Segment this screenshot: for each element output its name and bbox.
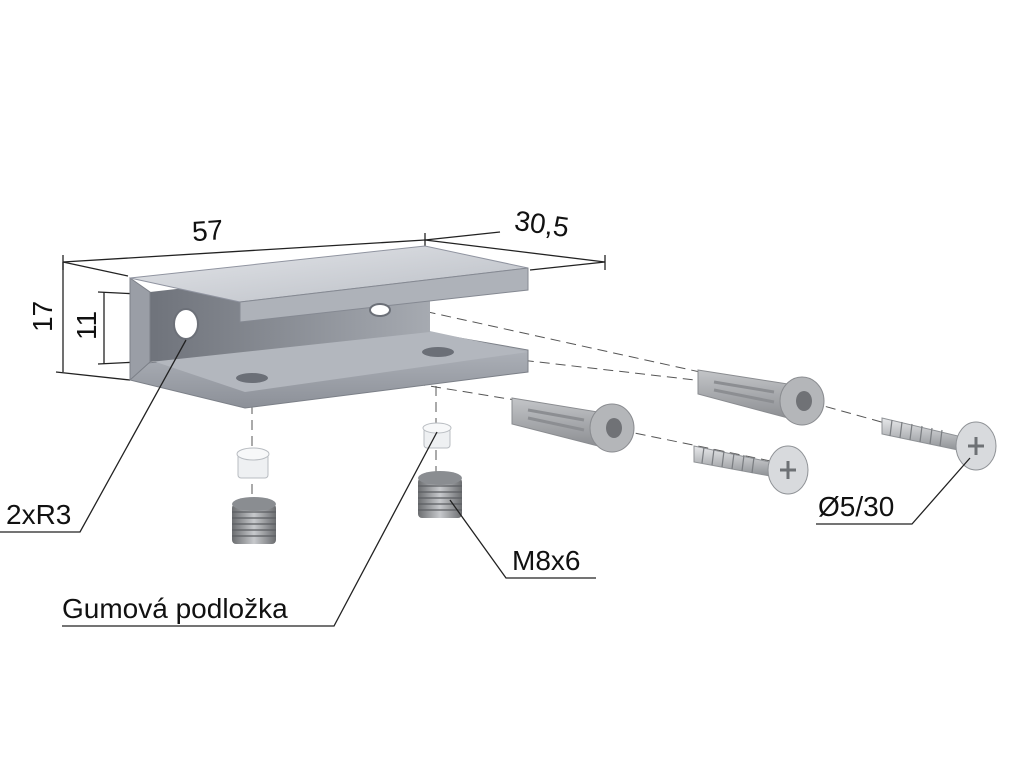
glass-clamp-bracket xyxy=(129,245,529,409)
hole-radius-label: 2xR3 xyxy=(6,499,71,530)
dim-height-outer-label: 17 xyxy=(27,301,58,332)
set-screw-left xyxy=(232,497,276,544)
rubber-washer-label: Gumová podložka xyxy=(62,593,288,624)
set-screw-right xyxy=(418,471,462,518)
wood-screw-back xyxy=(881,417,997,471)
set-screw-label: M8x6 xyxy=(512,545,580,576)
rubber-washer-left xyxy=(236,447,270,479)
dim-depth-label: 30,5 xyxy=(513,205,571,243)
wood-screw-front xyxy=(693,445,809,495)
rubber-washer-right xyxy=(422,422,452,449)
wall-plug-back xyxy=(697,369,825,426)
dim-length-label: 57 xyxy=(191,214,224,247)
callout-leaders xyxy=(0,339,971,627)
wall-plug-front xyxy=(511,397,635,453)
wood-screw-label: Ø5/30 xyxy=(818,491,894,522)
dim-height-inner-label: 11 xyxy=(71,311,102,340)
